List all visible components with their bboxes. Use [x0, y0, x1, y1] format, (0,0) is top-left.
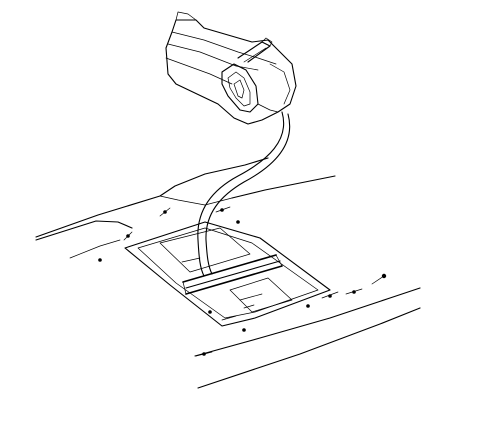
- floor-pan: [35, 157, 421, 389]
- recess-panel-left: [159, 227, 251, 273]
- floor-front-edge: [197, 307, 421, 389]
- bolt-7: [242, 328, 246, 332]
- sending-unit-core: [233, 79, 245, 99]
- recess-panel-right: [229, 277, 293, 313]
- vent-tube-1: [237, 41, 271, 63]
- floor-step: [159, 195, 206, 206]
- tank-mid-ridge: [167, 43, 259, 71]
- tank-top-tab: [175, 11, 197, 21]
- strap-rear-detail: [221, 304, 255, 321]
- floor-rear-edge: [231, 175, 336, 199]
- tank-right-shoulder: [269, 63, 291, 105]
- sending-unit-outer: [221, 63, 259, 113]
- tank-upper-ridge: [171, 31, 277, 65]
- strap-front-mid: [185, 260, 281, 289]
- floor-lower-edge: [194, 287, 421, 357]
- bolt-3: [215, 206, 231, 213]
- hose-outer: [197, 111, 285, 277]
- bolt-2: [159, 207, 171, 217]
- recess-detail-1: [181, 257, 201, 263]
- tank-straps: [182, 254, 283, 321]
- bolt-12: [195, 351, 213, 357]
- floor-left-lip: [35, 220, 133, 241]
- bolt-5: [98, 258, 102, 262]
- bolt-11: [371, 273, 387, 285]
- bolt-1: [123, 231, 133, 241]
- strap-front-lower: [185, 265, 283, 295]
- fasteners: [98, 206, 387, 357]
- fuel-tank: [165, 11, 297, 125]
- recess-inner-outline: [137, 227, 319, 319]
- fuel-hose: [197, 111, 291, 277]
- floor-upper-edge: [35, 157, 269, 238]
- bolt-4: [236, 220, 240, 224]
- hose-inner: [205, 113, 291, 275]
- vent-tube-2: [243, 47, 267, 63]
- bolt-10: [345, 288, 363, 295]
- strap-front-end-right: [275, 254, 283, 267]
- sending-unit-inner: [227, 71, 251, 107]
- bolt-9: [321, 291, 339, 299]
- recess-outline: [124, 221, 331, 327]
- bolt-8: [306, 304, 310, 308]
- strap-front-end-left: [182, 281, 187, 295]
- floor-left-lower: [69, 239, 121, 259]
- bolt-6: [208, 310, 212, 314]
- tank-bottom-edge: [257, 103, 279, 113]
- tank-lower-ridge: [165, 57, 233, 85]
- vent-tube-cap: [261, 37, 273, 47]
- strap-front-upper: [182, 254, 277, 283]
- recess-detail-2: [239, 293, 263, 301]
- floor-rear-edge-inner: [204, 197, 233, 206]
- tank-recess: [124, 221, 331, 327]
